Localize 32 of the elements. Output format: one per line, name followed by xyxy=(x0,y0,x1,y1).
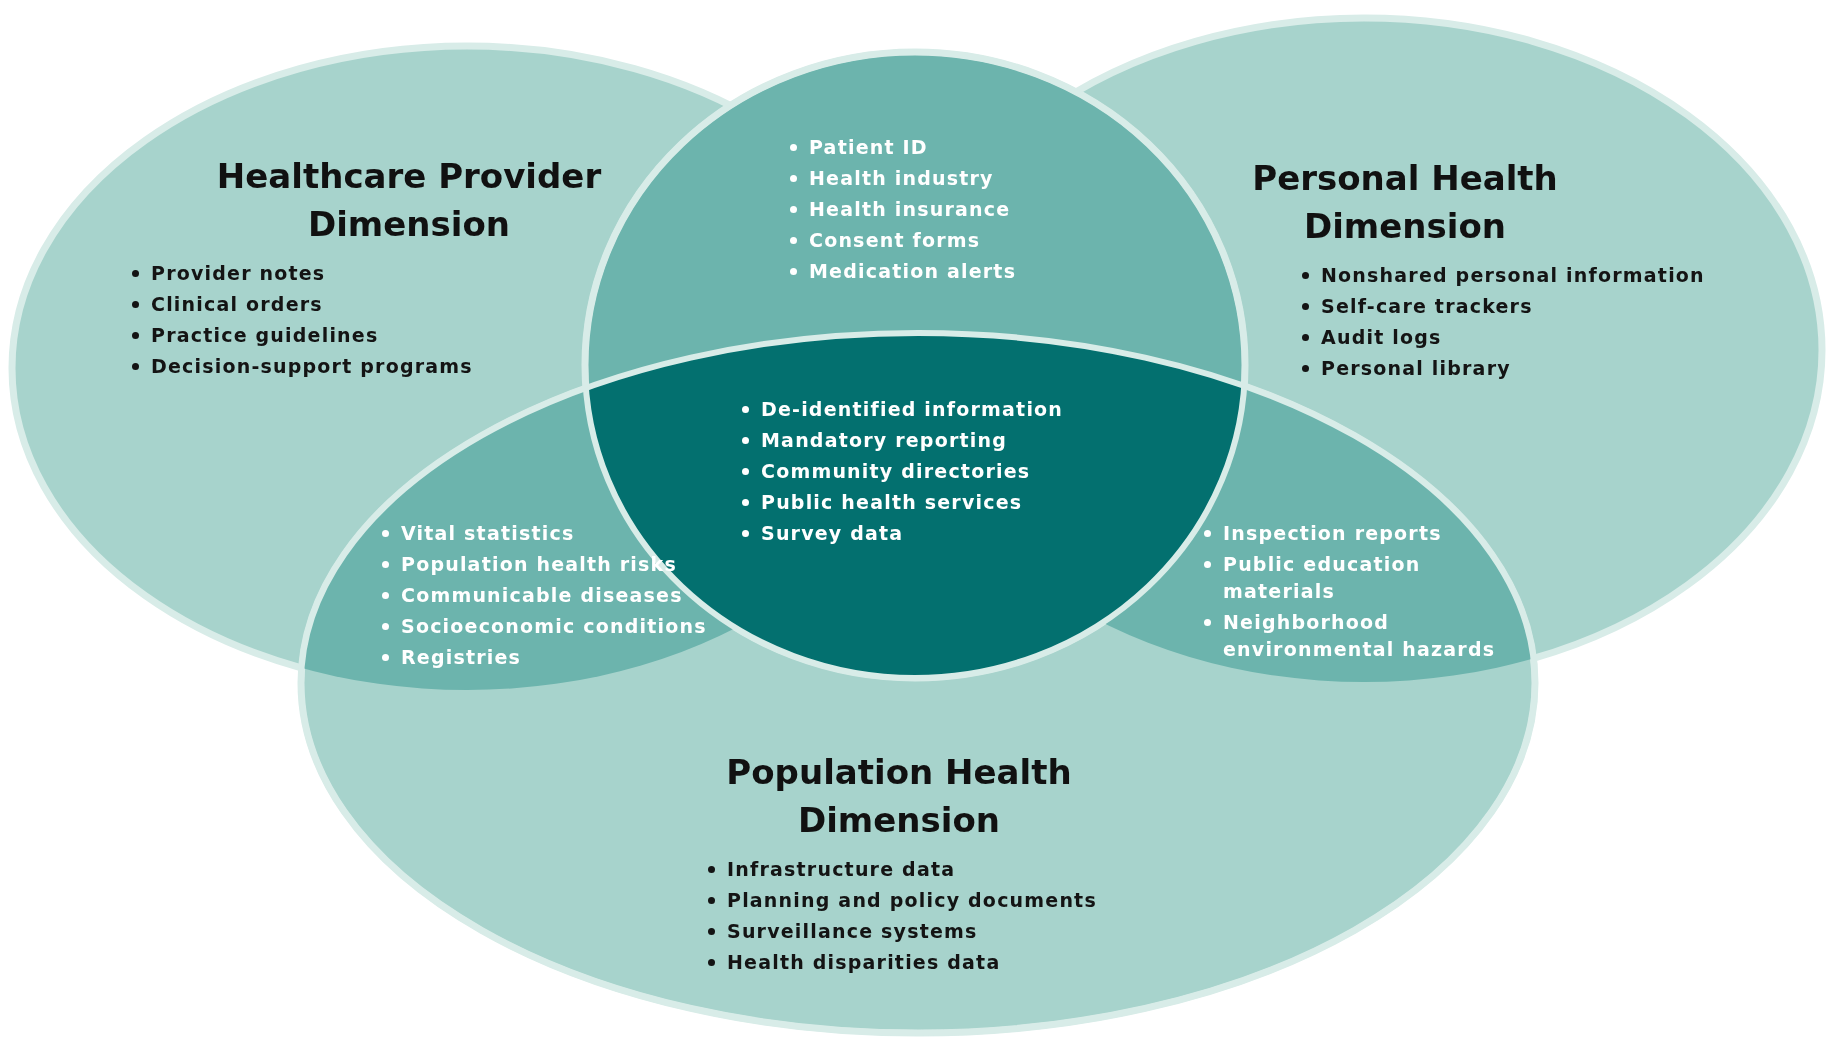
bullet-item: Consent forms xyxy=(809,228,981,253)
bullet-item: Nonshared personal information xyxy=(1321,263,1705,288)
dimension-heading: Personal Health Dimension xyxy=(1251,157,1559,248)
bullet-item: Communicable diseases xyxy=(401,583,683,608)
bullet-item: Patient ID xyxy=(809,135,928,160)
bullet-item: Public education materials xyxy=(1223,552,1422,604)
bullet-item: Practice guidelines xyxy=(151,323,379,348)
bullet-item: Mandatory reporting xyxy=(761,428,1007,453)
bullet-item: Clinical orders xyxy=(151,292,323,317)
bullet-item: Inspection reports xyxy=(1223,521,1442,546)
bullet-item: De-identified information xyxy=(761,397,1064,422)
bullet-item: Provider notes xyxy=(151,261,326,286)
bullet-item: Registries xyxy=(401,645,522,670)
bullet-item: Health insurance xyxy=(809,197,1011,222)
bullet-item: Self-care trackers xyxy=(1321,294,1533,319)
bullet-item: Public health services xyxy=(761,490,1023,515)
bullet-item: Personal library xyxy=(1321,356,1511,381)
bullet-item: Decision-support programs xyxy=(151,354,473,379)
bullet-item: Surveillance systems xyxy=(727,919,978,944)
bullet-item: Community directories xyxy=(761,459,1031,484)
dimension-heading: Population Health Dimension xyxy=(725,751,1073,842)
bullet-item: Vital statistics xyxy=(401,521,575,546)
bullet-item: Neighborhood environmental hazards xyxy=(1223,610,1497,662)
dimension-heading: Healthcare Provider Dimension xyxy=(215,155,603,246)
bullet-item: Planning and policy documents xyxy=(727,888,1097,913)
bullet-item: Health disparities data xyxy=(727,950,1001,975)
bullet-item: Socioeconomic conditions xyxy=(401,614,707,639)
bullet-item: Health industry xyxy=(809,166,994,191)
bullet-item: Infrastructure data xyxy=(727,857,956,882)
bullet-item: Audit logs xyxy=(1321,325,1442,350)
bullet-item: Medication alerts xyxy=(809,259,1017,284)
bullet-item: Survey data xyxy=(761,521,904,546)
